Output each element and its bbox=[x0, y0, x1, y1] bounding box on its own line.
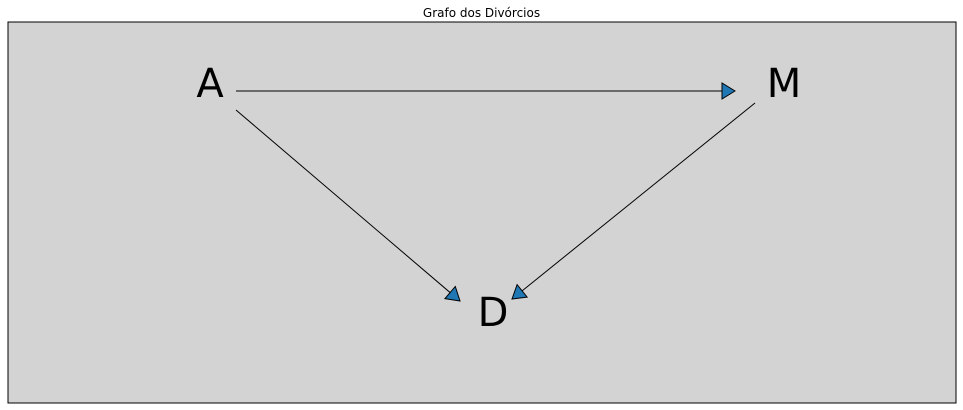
arrowhead-icon bbox=[443, 285, 461, 302]
nodes-layer: A M D bbox=[196, 61, 801, 336]
edge-line bbox=[235, 109, 451, 293]
arrowhead-icon bbox=[511, 283, 529, 300]
arrowhead-icon bbox=[721, 82, 736, 100]
figure-title: Grafo dos Divórcios bbox=[423, 6, 540, 20]
edge-line bbox=[521, 102, 756, 292]
node-m: M bbox=[767, 61, 802, 107]
plot-area bbox=[7, 21, 957, 404]
edge-a-d bbox=[235, 109, 461, 302]
node-a: A bbox=[196, 61, 224, 107]
node-d: D bbox=[478, 290, 509, 336]
edge-a-m bbox=[236, 82, 736, 100]
edge-m-d bbox=[511, 102, 756, 300]
edges-layer bbox=[235, 82, 756, 302]
